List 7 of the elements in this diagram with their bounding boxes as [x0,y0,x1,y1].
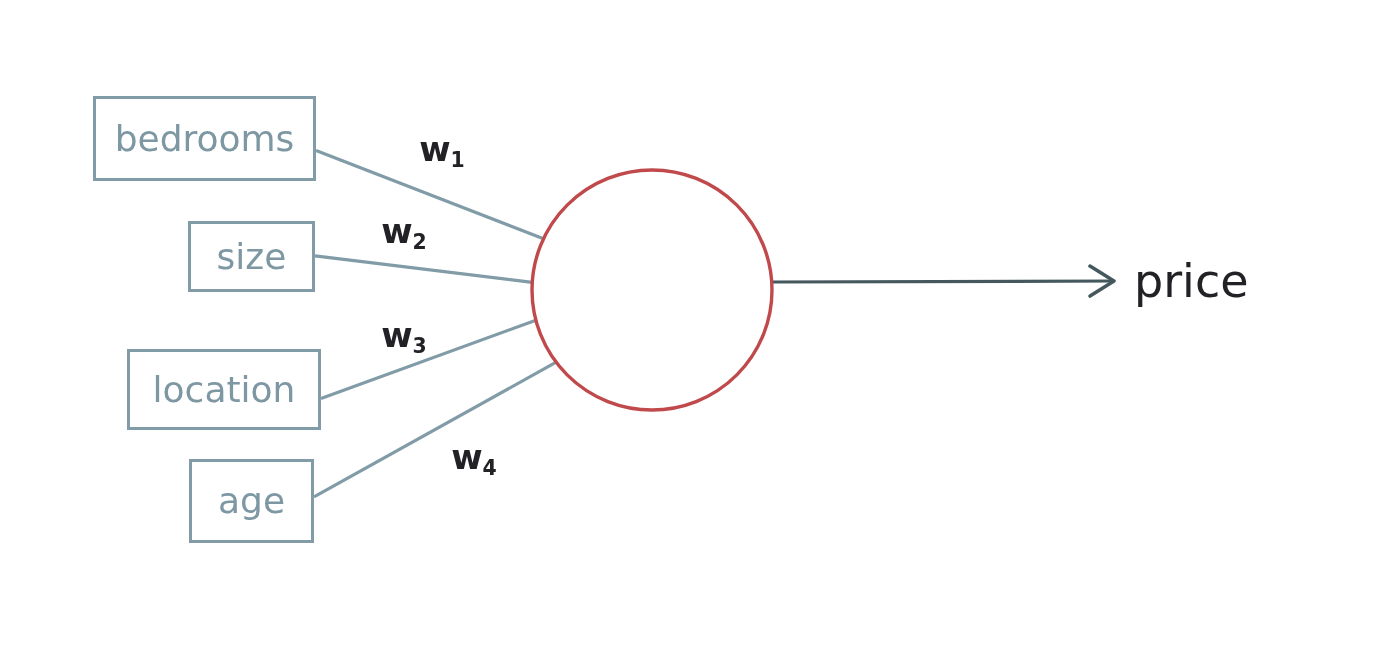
feature-box: size [188,221,315,292]
connector-line [313,360,557,499]
neuron-circle [530,168,774,412]
feature-box: age [189,459,314,543]
output-text: price [1114,252,1264,310]
feature-box: bedrooms [93,96,316,181]
feature-box: location [127,349,321,430]
